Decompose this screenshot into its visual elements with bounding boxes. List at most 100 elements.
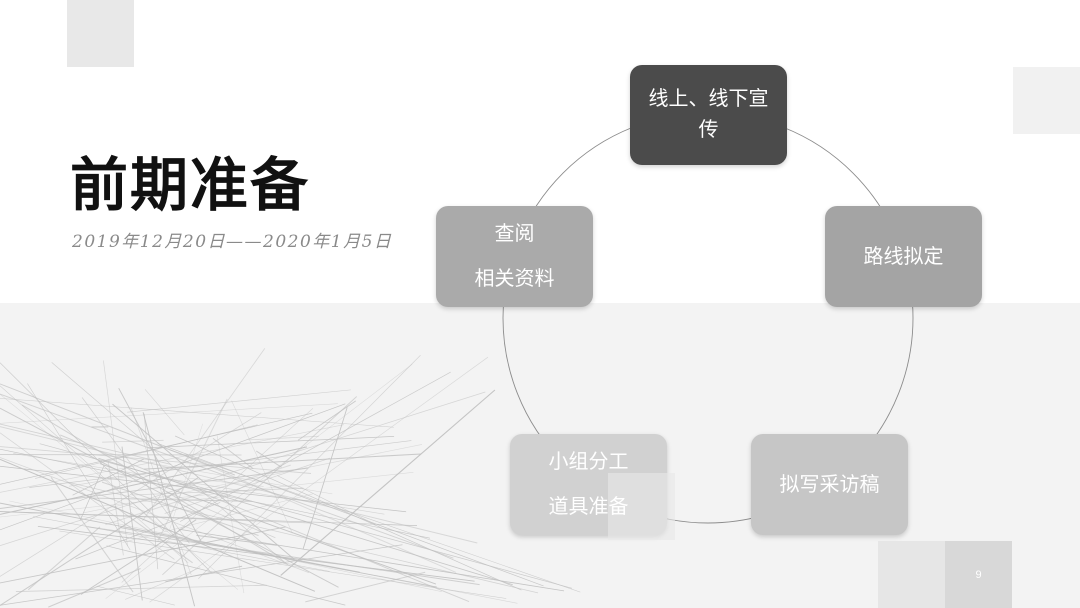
decorative-line <box>0 412 313 485</box>
decorative-line <box>0 383 235 476</box>
decorative-line <box>0 424 345 493</box>
decorative-line <box>60 434 470 603</box>
decorative-line <box>29 440 412 488</box>
decorative-line <box>39 443 573 589</box>
decorative-line <box>75 502 221 560</box>
decorative-line <box>37 525 475 582</box>
node-label: 路线拟定 <box>863 245 944 268</box>
decorative-line <box>143 413 159 570</box>
decorative-line <box>88 497 252 502</box>
decorative-line <box>297 400 357 441</box>
decorative-line <box>248 435 319 441</box>
decorative-line <box>27 383 131 551</box>
decorative-line <box>79 464 105 521</box>
decorative-line <box>48 568 141 608</box>
decorative-square <box>67 0 134 67</box>
decorative-line <box>144 389 185 436</box>
decorative-line <box>121 446 143 601</box>
decorative-line <box>122 493 313 543</box>
decorative-line <box>125 567 201 600</box>
decorative-line <box>256 450 282 468</box>
decorative-line <box>0 423 172 465</box>
decorative-line <box>143 453 422 470</box>
decorative-line <box>212 438 254 470</box>
decorative-line <box>9 500 442 592</box>
decorative-square <box>608 473 675 540</box>
decorative-line <box>0 398 394 428</box>
decorative-line <box>305 571 426 603</box>
decorative-line <box>0 446 308 515</box>
decorative-line <box>0 477 199 606</box>
decorative-line <box>0 412 262 577</box>
decorative-line <box>280 389 496 576</box>
decorative-line <box>0 526 286 584</box>
decorative-line <box>13 453 385 515</box>
decorative-line <box>0 471 414 518</box>
decorative-line <box>0 426 478 544</box>
decorative-square <box>1013 67 1080 134</box>
decorative-line <box>185 455 457 573</box>
decorative-line <box>142 348 266 522</box>
decorative-line <box>142 412 196 607</box>
decorative-line <box>147 436 395 449</box>
decorative-line <box>178 528 565 592</box>
decorative-line <box>51 362 288 566</box>
node-label: 相关资料 <box>474 267 555 290</box>
decorative-line <box>0 403 338 424</box>
decorative-line <box>0 403 346 531</box>
decorative-line <box>0 502 360 573</box>
cycle-node-route-planning: 路线拟定 <box>825 206 982 307</box>
decorative-line <box>105 464 291 526</box>
decorative-line <box>0 511 312 524</box>
decorative-line <box>0 448 431 539</box>
page-number: 9 <box>975 568 982 581</box>
decorative-line <box>277 475 376 525</box>
decorative-line <box>99 463 437 585</box>
decorative-line <box>121 408 314 583</box>
decorative-line <box>103 360 128 547</box>
decorative-line <box>68 466 185 487</box>
node-label: 道具准备 <box>548 495 629 518</box>
decorative-line <box>179 371 451 522</box>
decorative-line <box>106 545 346 606</box>
decorative-line <box>174 435 522 591</box>
decorative-line <box>302 407 348 550</box>
decorative-line <box>0 393 239 590</box>
decorative-line <box>67 481 539 594</box>
node-label: 小组分工 <box>548 450 629 473</box>
decorative-line <box>169 423 203 531</box>
decorative-line <box>166 491 276 539</box>
decorative-line <box>231 400 293 534</box>
node-label: 查阅 <box>494 222 535 245</box>
node-label: 拟写采访稿 <box>779 473 880 496</box>
decorative-line <box>0 457 310 573</box>
decorative-line <box>198 355 421 580</box>
decorative-line <box>50 476 134 593</box>
decorative-line <box>157 398 228 542</box>
cycle-node-promotion: 线上、线下宣传 <box>630 65 787 165</box>
decorative-line <box>127 389 351 413</box>
decorative-line <box>149 356 489 603</box>
decorative-line <box>27 526 101 591</box>
decorative-line <box>164 457 331 514</box>
decorative-line <box>35 424 258 479</box>
decorative-line <box>15 584 267 593</box>
decorative-line <box>0 458 316 592</box>
decorative-line <box>165 565 243 583</box>
decorative-line <box>0 385 165 532</box>
page-number-box: 9 <box>945 541 1012 608</box>
decorative-line <box>119 527 437 588</box>
decorative-line <box>0 465 407 513</box>
date-range: 2019年12月20日——2020年1月5日 <box>72 232 393 252</box>
decorative-square <box>878 541 945 608</box>
cycle-node-interview-draft: 拟写采访稿 <box>751 434 908 535</box>
decorative-line <box>131 487 304 496</box>
decorative-line <box>59 530 507 599</box>
decorative-line <box>102 439 164 443</box>
decorative-line <box>216 435 245 594</box>
decorative-line <box>87 526 480 586</box>
slide-title: 前期准备 <box>70 151 311 219</box>
cycle-node-research-materials: 查阅 相关资料 <box>436 206 593 307</box>
